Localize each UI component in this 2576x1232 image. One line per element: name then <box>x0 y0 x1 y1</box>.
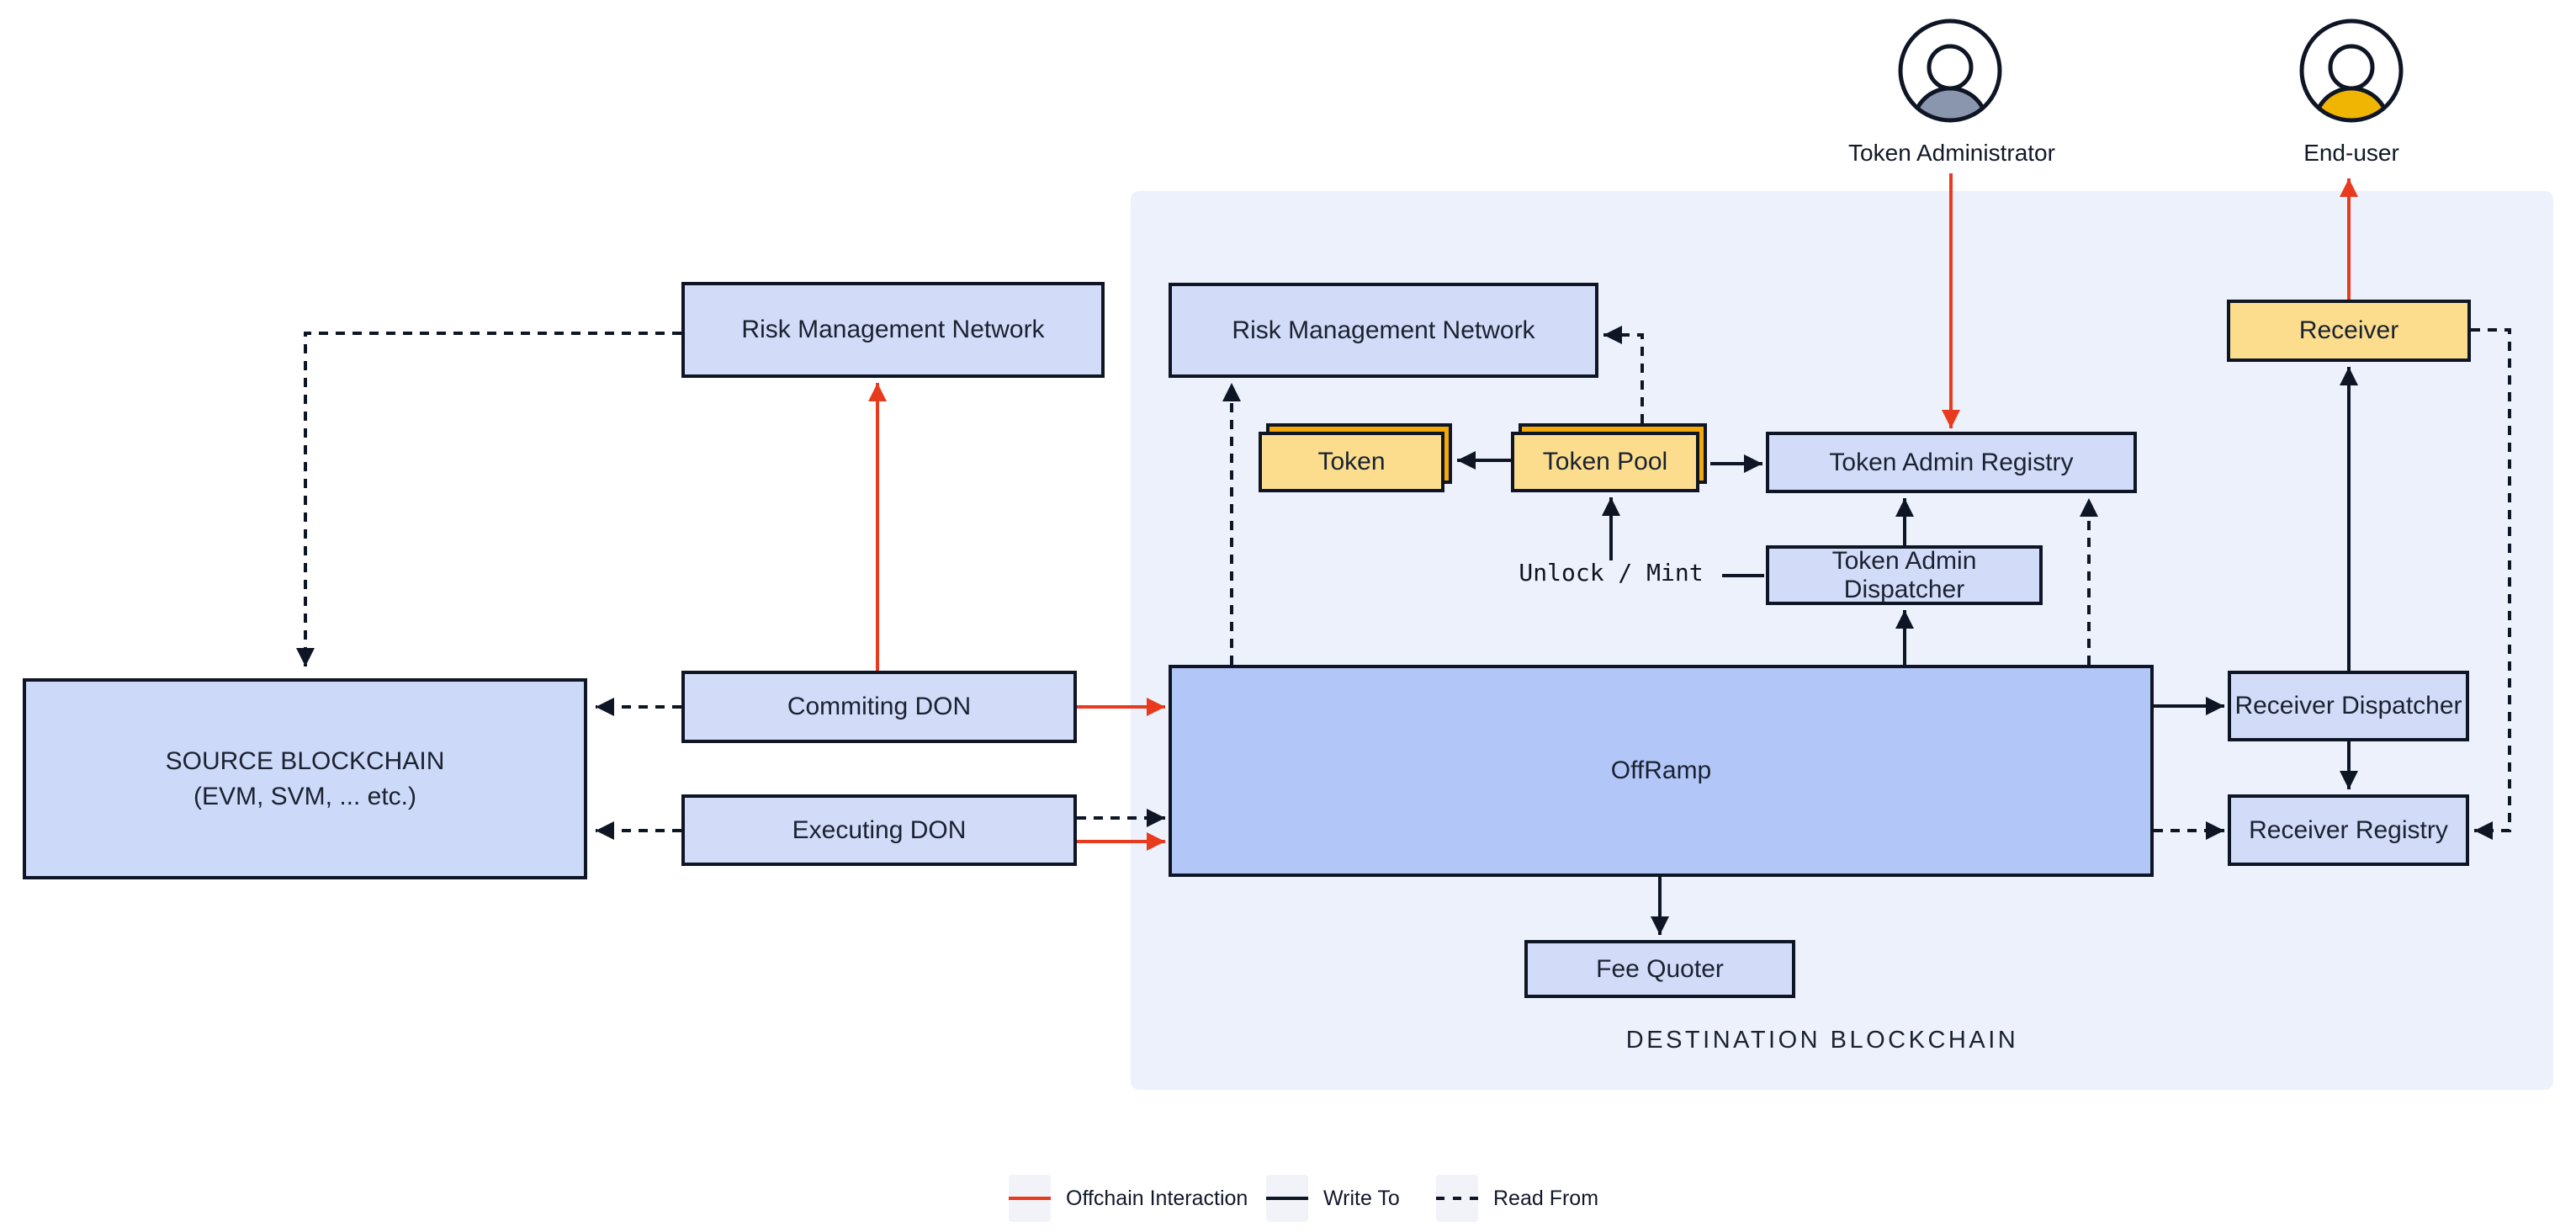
write-to-line-sample <box>1266 1197 1308 1200</box>
end-user-label: End-user <box>2303 140 2399 166</box>
node-source-blockchain: SOURCE BLOCKCHAIN (EVM, SVM, ... etc.) <box>23 678 587 879</box>
node-risk-management-network-dest: Risk Management Network <box>1169 283 1598 378</box>
destination-blockchain-label: DESTINATION BLOCKCHAIN <box>1625 1027 2019 1054</box>
token-administrator-icon <box>1898 19 2002 123</box>
node-token-admin-registry: Token Admin Registry <box>1766 432 2137 493</box>
unlock-mint-label: Unlock / Mint <box>1519 559 1704 587</box>
legend-swatch-write-to <box>1266 1175 1308 1222</box>
node-receiver-dispatcher: Receiver Dispatcher <box>2228 671 2469 741</box>
legend-label-read-from: Read From <box>1493 1186 1599 1210</box>
node-token: Token <box>1259 432 1444 492</box>
read-from-line-sample <box>1436 1197 1478 1200</box>
node-receiver: Receiver <box>2227 300 2471 362</box>
legend-item-read-from: Read From <box>1436 1175 1598 1222</box>
arrow-rmn-to-source <box>296 332 681 666</box>
node-risk-management-network-source: Risk Management Network <box>681 282 1105 378</box>
legend-item-offchain: Offchain Interaction <box>1009 1175 1248 1222</box>
end-user-icon <box>2299 19 2404 123</box>
node-token-pool: Token Pool <box>1511 432 1699 492</box>
source-blockchain-line2: (EVM, SVM, ... etc.) <box>193 782 417 810</box>
offchain-line-sample <box>1009 1197 1051 1200</box>
legend-label-offchain: Offchain Interaction <box>1066 1186 1248 1210</box>
token-administrator-label: Token Administrator <box>1848 140 2055 166</box>
node-offramp: OffRamp <box>1169 665 2154 877</box>
node-fee-quoter: Fee Quoter <box>1524 940 1795 998</box>
node-token-admin-dispatcher: Token Admin Dispatcher <box>1766 545 2043 605</box>
legend-item-write-to: Write To <box>1266 1175 1400 1222</box>
legend-label-write-to: Write To <box>1323 1186 1400 1210</box>
source-blockchain-line1: SOURCE BLOCKCHAIN <box>165 746 445 775</box>
legend-swatch-read-from <box>1436 1175 1478 1222</box>
node-receiver-registry: Receiver Registry <box>2228 794 2469 866</box>
node-executing-don: Executing DON <box>681 794 1077 866</box>
legend-swatch-offchain <box>1009 1175 1051 1222</box>
node-commiting-don: Commiting DON <box>681 671 1077 743</box>
